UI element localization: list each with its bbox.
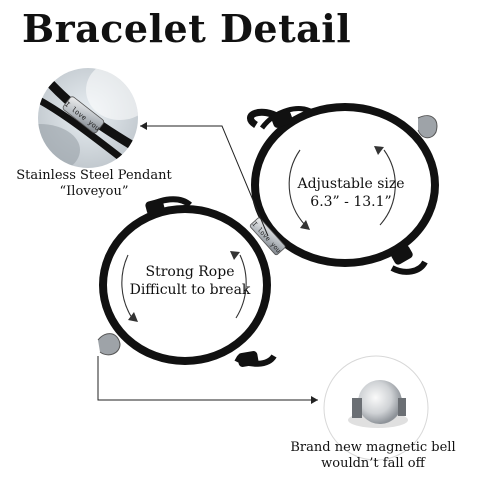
- adjustable-callout: Adjustable size 6.3” - 13.1”: [276, 176, 426, 211]
- pendant-callout: Stainless Steel Pendant “Iloveyou”: [6, 168, 182, 201]
- magnet-callout-line1: Brand new magnetic bell: [290, 440, 456, 455]
- adjustable-callout-line2: 6.3” - 13.1”: [310, 193, 392, 210]
- adjust-arrows: [288, 146, 396, 230]
- pendant-callout-line1: Stainless Steel Pendant: [16, 168, 172, 183]
- rope-callout-line2: Difficult to break: [129, 281, 251, 298]
- magnet-zoom-image: [323, 355, 429, 461]
- pendant-callout-line2: “Iloveyou”: [59, 184, 129, 200]
- magnet-callout-line2: wouldn’t fall off: [321, 456, 425, 472]
- page-title: Bracelet Detail: [22, 6, 352, 51]
- rope-arrows: [121, 251, 247, 322]
- right-bracelet: [247, 103, 439, 275]
- callout-lines: [97, 122, 318, 404]
- pendant-zoom-image: I love you: [38, 68, 138, 168]
- rope-callout: Strong Rope Difficult to break: [120, 264, 260, 299]
- adjustable-callout-line1: Adjustable size: [297, 176, 405, 192]
- rope-callout-line1: Strong Rope: [145, 264, 235, 280]
- magnet-callout: Brand new magnetic bell wouldn’t fall of…: [283, 440, 463, 473]
- left-bracelet: I love you: [97, 196, 286, 367]
